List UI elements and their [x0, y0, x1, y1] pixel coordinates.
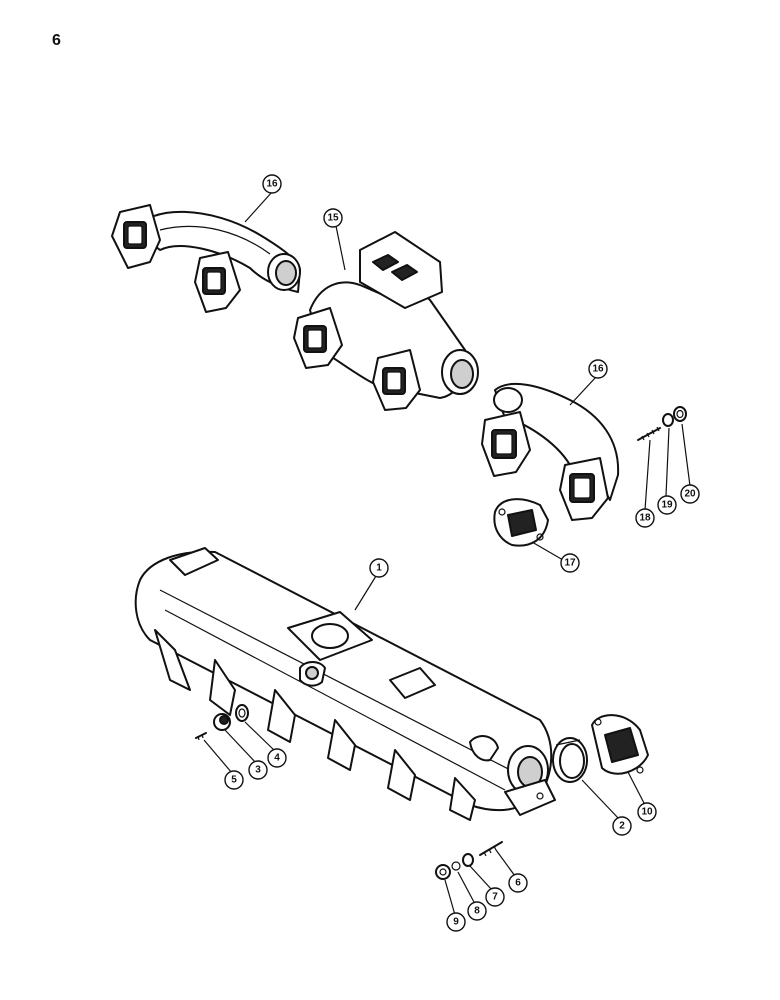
intake-manifold: [134, 547, 556, 821]
svg-text:10: 10: [641, 807, 653, 818]
callout-15: 15: [323, 208, 343, 228]
svg-text:7: 7: [492, 892, 498, 903]
stud-washer-nut-set-lower: [435, 841, 503, 880]
svg-text:6: 6: [515, 878, 521, 889]
svg-text:3: 3: [255, 765, 261, 776]
gasket-upper: [493, 498, 549, 547]
svg-text:15: 15: [327, 213, 339, 224]
svg-text:5: 5: [231, 775, 237, 786]
plug-assembly: [195, 704, 249, 741]
callout-10: 10: [637, 802, 657, 822]
svg-text:20: 20: [684, 489, 696, 500]
exhaust-elbow-right: [481, 383, 620, 521]
page-number: 6: [52, 32, 61, 49]
callout-7: 7: [485, 887, 505, 907]
callout-6: 6: [508, 873, 528, 893]
callout-18: 18: [635, 508, 655, 528]
svg-text:17: 17: [564, 558, 576, 569]
exhaust-manifold-center: [293, 231, 479, 411]
svg-text:4: 4: [274, 753, 280, 764]
callout-3: 3: [248, 760, 268, 780]
leader-lines: [203, 191, 691, 916]
exhaust-elbow-left: [111, 204, 301, 313]
callout-4: 4: [267, 748, 287, 768]
callout-5: 5: [224, 770, 244, 790]
svg-text:1: 1: [376, 563, 382, 574]
callout-8: 8: [467, 901, 487, 921]
sealing-ring: [552, 737, 588, 783]
svg-text:2: 2: [619, 821, 625, 832]
gasket-lower: [591, 714, 649, 775]
stud-washer-nut-set-upper: [637, 406, 687, 441]
svg-text:19: 19: [661, 500, 673, 511]
callout-16-right: 16: [588, 359, 608, 379]
callout-20: 20: [680, 484, 700, 504]
callout-9: 9: [446, 912, 466, 932]
callout-1: 1: [369, 558, 389, 578]
svg-text:16: 16: [592, 364, 604, 375]
svg-text:16: 16: [266, 179, 278, 190]
svg-text:8: 8: [474, 906, 480, 917]
svg-text:18: 18: [639, 513, 651, 524]
callout-19: 19: [657, 495, 677, 515]
callout-17: 17: [560, 553, 580, 573]
callout-2: 2: [612, 816, 632, 836]
callout-16-upper: 16: [262, 174, 282, 194]
svg-text:9: 9: [453, 917, 459, 928]
